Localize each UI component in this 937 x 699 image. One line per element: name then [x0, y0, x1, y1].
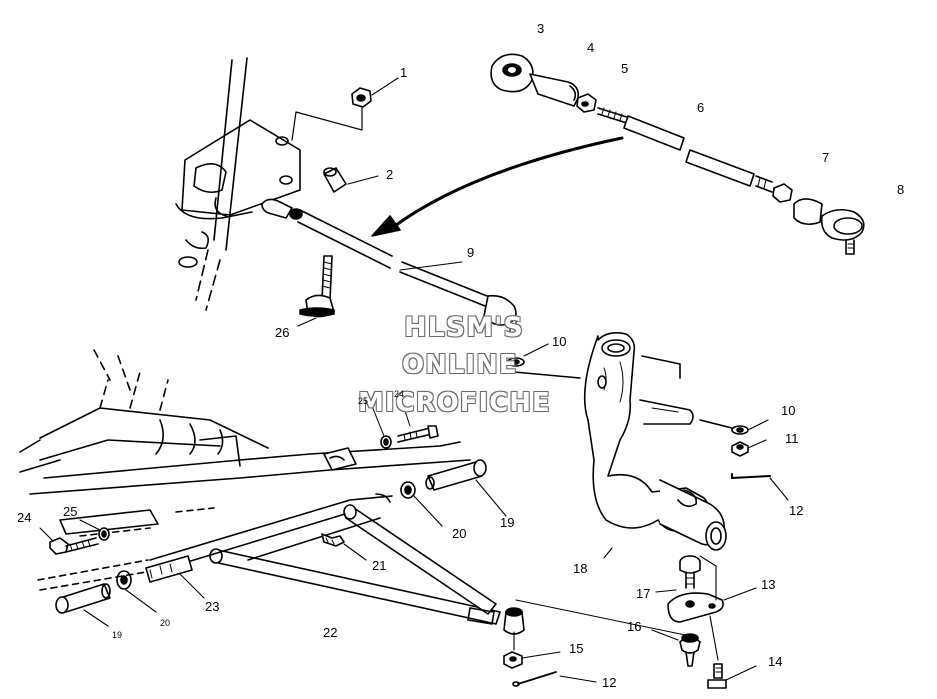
callout-2: 2: [386, 167, 394, 182]
callout-20a: 20: [452, 526, 467, 541]
callout-19b: 19: [112, 630, 123, 640]
part-2-spacer: [323, 167, 379, 193]
part-26-bolt: [297, 255, 335, 327]
callout-3: 3: [537, 21, 545, 36]
callout-25b: 25: [358, 396, 369, 406]
part-18-spindle: [513, 332, 741, 559]
steering-column: [175, 57, 301, 311]
right-hardware: [507, 343, 789, 501]
part-9-drag-link: [261, 198, 517, 337]
callout-6: 6: [697, 100, 705, 115]
assembly-arrow: [371, 136, 624, 237]
callout-20b: 20: [160, 618, 171, 628]
callout-24b: 24: [394, 389, 405, 399]
part-21-grease-fitting: [321, 533, 367, 561]
callout-10b: 10: [781, 403, 796, 418]
tie-rod-assembly: [490, 53, 865, 255]
callout-4: 4: [587, 40, 595, 55]
callout-11: 11: [785, 431, 799, 446]
callout-8: 8: [897, 182, 905, 197]
callout-23: 23: [205, 599, 220, 614]
callout-25a: 25: [63, 504, 78, 519]
callout-24a: 24: [17, 510, 32, 525]
callout-21: 21: [372, 558, 387, 573]
bolt-24-washer-25-mid: [371, 395, 439, 449]
watermark-line-2: ONLINE: [402, 350, 518, 380]
bushings-and-sleeves: [37, 459, 507, 627]
callout-18: 18: [573, 561, 588, 576]
callout-7: 7: [822, 150, 830, 165]
callout-9: 9: [467, 245, 475, 260]
watermark-line-1: HLSM'S: [404, 312, 524, 343]
callout-1: 1: [400, 65, 408, 80]
part-22-a-arm: [147, 493, 501, 625]
callout-17: 17: [636, 586, 651, 601]
callout-5: 5: [621, 61, 629, 76]
bolt-24-washer-25: [39, 519, 110, 555]
callout-19a: 19: [500, 515, 515, 530]
callout-22: 22: [323, 625, 338, 640]
callout-12b: 12: [602, 675, 617, 690]
callout-10a: 10: [552, 334, 567, 349]
callout-26: 26: [275, 325, 290, 340]
callout-14: 14: [768, 654, 783, 669]
frame-section: [19, 349, 471, 537]
watermark-line-3: MICROFICHE: [358, 388, 551, 418]
callout-13: 13: [761, 577, 776, 592]
callout-15: 15: [569, 641, 584, 656]
callout-12a: 12: [789, 503, 804, 518]
ball-joint-hardware: [651, 555, 757, 689]
lower-mount-hardware: [503, 599, 691, 687]
part-1-nut: [291, 77, 399, 141]
callout-16: 16: [627, 619, 642, 634]
